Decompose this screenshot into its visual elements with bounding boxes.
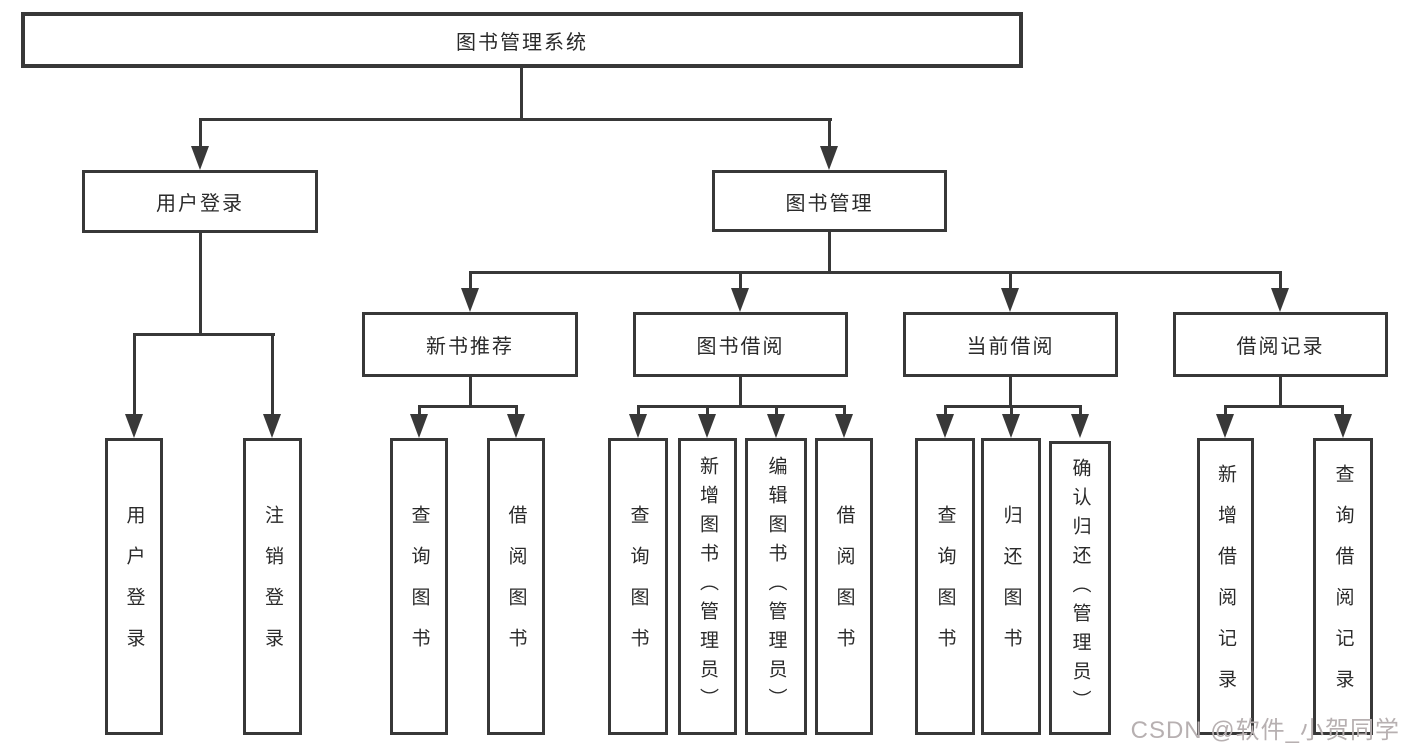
connector-line (1279, 271, 1282, 291)
node-current-borrow: 当前借阅 (903, 312, 1118, 377)
connector-line (637, 405, 640, 417)
arrowhead-down-icon (820, 146, 838, 170)
arrowhead-down-icon (410, 414, 428, 438)
node-book-management: 图书管理 (712, 170, 947, 232)
leaf-label: 注销登录 (262, 504, 283, 669)
arrowhead-down-icon (629, 414, 647, 438)
node-root: 图书管理系统 (21, 12, 1023, 68)
connector-line (520, 68, 523, 121)
connector-line (944, 405, 1082, 408)
arrowhead-down-icon (1002, 414, 1020, 438)
arrowhead-down-icon (731, 288, 749, 312)
connector-line (199, 233, 202, 336)
leaf-confirm-return-admin: 确认归还（管理员） (1049, 441, 1111, 735)
leaf-borrow-books-recommend: 借阅图书 (487, 438, 545, 735)
node-new-book-recommend: 新书推荐 (362, 312, 578, 377)
connector-line (739, 377, 742, 408)
connector-line (843, 405, 846, 417)
connector-line (469, 271, 472, 291)
leaf-label: 借阅图书 (505, 504, 527, 669)
connector-line (775, 405, 778, 417)
arrowhead-down-icon (461, 288, 479, 312)
connector-line (515, 405, 518, 417)
arrowhead-down-icon (767, 414, 785, 438)
leaf-query-books-borrow: 查询图书 (608, 438, 668, 735)
watermark: CSDN @软件_小贺同学 (1130, 717, 1400, 744)
leaf-query-books-recommend: 查询图书 (390, 438, 448, 735)
leaf-label: 查询图书 (934, 504, 956, 669)
leaf-return-books: 归还图书 (981, 438, 1041, 735)
arrowhead-down-icon (263, 414, 281, 438)
connector-line (418, 405, 518, 408)
connector-line (1224, 405, 1344, 408)
leaf-query-books-current: 查询图书 (915, 438, 975, 735)
leaf-edit-books-admin: 编辑图书（管理员） (745, 438, 807, 735)
leaf-label: 查询图书 (408, 504, 430, 669)
connector-line (828, 118, 831, 148)
connector-line (133, 333, 136, 416)
leaf-label: 新增借阅记录 (1215, 463, 1236, 710)
leaf-query-borrow-record: 查询借阅记录 (1313, 438, 1373, 735)
leaf-label: 查询图书 (627, 504, 649, 669)
leaf-logout: 注销登录 (243, 438, 302, 735)
leaf-label: 编辑图书（管理员） (765, 456, 787, 717)
leaf-label: 查询借阅记录 (1332, 463, 1354, 710)
node-borrow-records: 借阅记录 (1173, 312, 1388, 377)
connector-line (1009, 271, 1012, 291)
connector-line (1341, 405, 1344, 417)
connector-line (739, 271, 742, 291)
arrowhead-down-icon (936, 414, 954, 438)
leaf-label: 借阅图书 (833, 504, 855, 669)
connector-line (944, 405, 947, 417)
leaf-add-borrow-record: 新增借阅记录 (1197, 438, 1254, 735)
leaf-label: 用户登录 (123, 504, 145, 669)
connector-line (469, 377, 472, 408)
connector-line (1079, 405, 1082, 417)
connector-line (133, 333, 275, 336)
connector-line (1009, 377, 1012, 408)
arrowhead-down-icon (191, 146, 209, 170)
connector-line (1224, 405, 1227, 417)
connector-line (199, 118, 202, 148)
leaf-add-books-admin: 新增图书（管理员） (678, 438, 737, 735)
connector-line (418, 405, 421, 417)
arrowhead-down-icon (698, 414, 716, 438)
leaf-label: 归还图书 (1000, 504, 1022, 669)
leaf-user-login: 用户登录 (105, 438, 163, 735)
node-user-login: 用户登录 (82, 170, 318, 233)
leaf-label: 新增图书（管理员） (697, 456, 718, 717)
leaf-borrow-books: 借阅图书 (815, 438, 873, 735)
node-book-borrow: 图书借阅 (633, 312, 848, 377)
arrowhead-down-icon (1216, 414, 1234, 438)
connector-line (271, 333, 274, 416)
connector-line (469, 271, 1282, 274)
arrowhead-down-icon (1071, 414, 1089, 438)
arrowhead-down-icon (507, 414, 525, 438)
arrowhead-down-icon (1271, 288, 1289, 312)
connector-line (1279, 377, 1282, 408)
connector-line (199, 118, 832, 121)
connector-line (706, 405, 709, 417)
arrowhead-down-icon (125, 414, 143, 438)
leaf-label: 确认归还（管理员） (1069, 457, 1091, 719)
arrowhead-down-icon (1334, 414, 1352, 438)
connector-line (1010, 405, 1013, 417)
connector-line (828, 232, 831, 274)
arrowhead-down-icon (1001, 288, 1019, 312)
connector-line (637, 405, 845, 408)
arrowhead-down-icon (835, 414, 853, 438)
